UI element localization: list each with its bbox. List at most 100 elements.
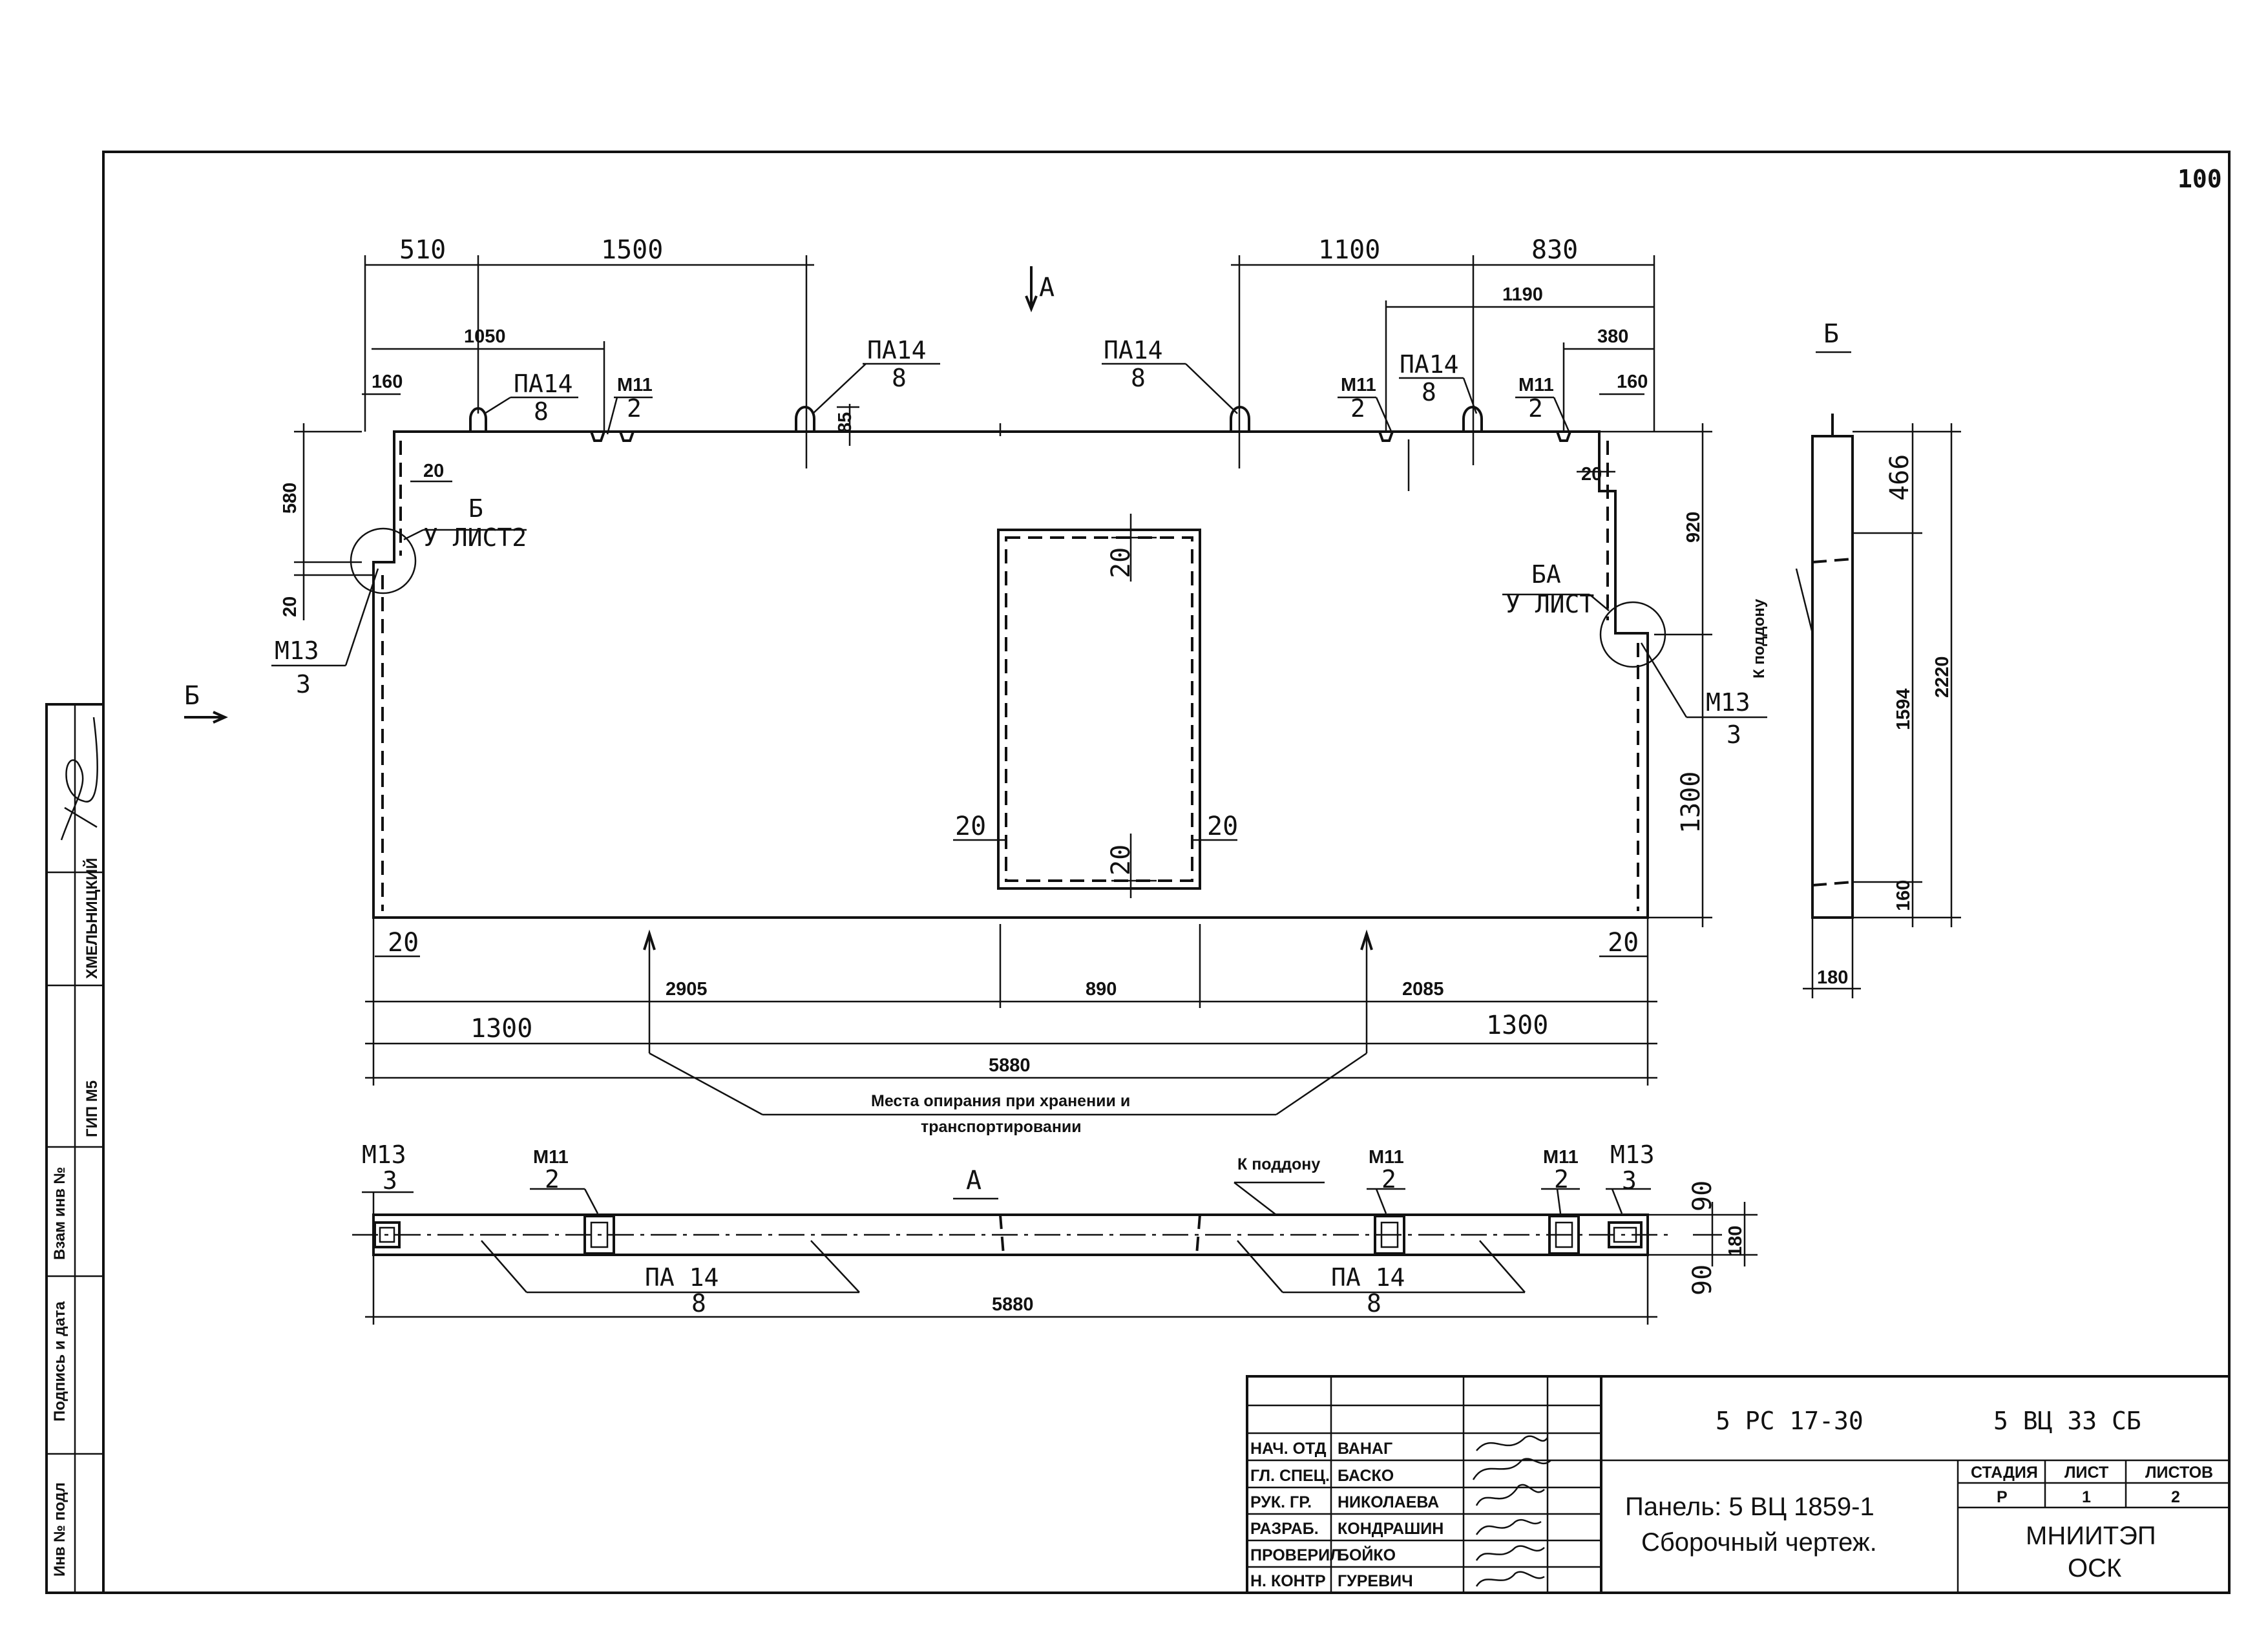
side-note-poddon: К поддону xyxy=(1750,598,1768,678)
label-m11: М11 xyxy=(1341,375,1376,395)
label-m13-qty: 3 xyxy=(296,670,311,698)
tb-sheets-header: ЛИСТОВ xyxy=(2145,1464,2213,1482)
tb-code-right: 5 ВЦ 33 СБ xyxy=(1993,1407,2141,1435)
plan-label-pa14-qty: 8 xyxy=(1367,1289,1381,1318)
dim-1050: 1050 xyxy=(464,326,506,347)
dim-160-right: 160 xyxy=(1617,372,1648,392)
plan-label-m11-qty: 2 xyxy=(545,1165,560,1193)
embedded-part-m13 xyxy=(373,1221,401,1248)
callout-ba-sheet: У ЛИСТ xyxy=(1506,590,1594,618)
main-view: 510 1500 1100 830 1050 1190 380 160 160 … xyxy=(184,235,1767,1136)
tb-name: БОЙКО xyxy=(1338,1545,1396,1564)
label-pa14: ПА14 xyxy=(514,370,573,398)
detail-callout-b xyxy=(350,527,417,594)
dim-1190: 1190 xyxy=(1502,284,1543,305)
panel-outline xyxy=(372,430,1649,919)
tb-name: КОНДРАШИН xyxy=(1338,1520,1444,1538)
tb-code-left: 5 PC 17-30 xyxy=(1716,1407,1864,1435)
plan-dim-90-top: 90 xyxy=(1688,1181,1717,1212)
label-pa14: ПА14 xyxy=(867,336,927,364)
signature xyxy=(1475,1545,1545,1561)
dim-920: 920 xyxy=(1683,512,1704,543)
dim-1300-right-bottom: 1300 xyxy=(1486,1011,1548,1040)
plan-label-m13-qty: 3 xyxy=(383,1166,397,1195)
label-m11-qty: 2 xyxy=(627,394,642,423)
tb-role: Н. КОНТР xyxy=(1250,1572,1326,1590)
label-m13-qty: 3 xyxy=(1727,720,1741,749)
dim-1100: 1100 xyxy=(1318,235,1380,265)
embedded-part-m11 xyxy=(1374,1215,1405,1255)
dim-830: 830 xyxy=(1531,235,1578,265)
dim-580: 580 xyxy=(280,483,300,514)
dim-466: 466 xyxy=(1885,454,1915,501)
view-b-label: Б xyxy=(184,681,200,711)
dim-20-opening-top: 20 xyxy=(1106,547,1136,578)
dim-2085: 2085 xyxy=(1402,979,1444,1000)
signature xyxy=(1475,1484,1545,1506)
embedded-part-m11 xyxy=(583,1215,615,1255)
tb-title-line1: Панель: 5 ВЦ 1859-1 xyxy=(1625,1493,1874,1521)
view-a-label: А xyxy=(1039,273,1055,302)
dim-5880: 5880 xyxy=(989,1055,1031,1076)
tb-sheet: 1 xyxy=(2082,1488,2091,1506)
strip-label-sign: Подпись и дата xyxy=(51,1301,68,1422)
plan-label-pa14-qty: 8 xyxy=(691,1289,706,1318)
dim-20-opening-left: 20 xyxy=(955,812,986,841)
plan-label-m11-qty: 2 xyxy=(1381,1165,1396,1193)
embedded-part-m11 xyxy=(1556,431,1571,442)
label-m11: М11 xyxy=(617,375,653,395)
tb-role: РУК. ГР. xyxy=(1250,1493,1312,1511)
signature xyxy=(1476,1435,1549,1451)
label-pa14-qty: 8 xyxy=(1131,364,1146,392)
callout-ba-label: БА xyxy=(1531,560,1561,589)
dim-20-opening-bottom: 20 xyxy=(1106,845,1136,876)
embedded-part-m11 xyxy=(1378,431,1394,442)
label-m11: М11 xyxy=(1518,375,1554,395)
dim-510: 510 xyxy=(399,235,446,265)
dim-1594: 1594 xyxy=(1893,688,1914,730)
label-m13: М13 xyxy=(1706,688,1750,717)
tb-title-line2: Сборочный чертеж. xyxy=(1641,1528,1877,1557)
plan-label-m11: М11 xyxy=(1543,1147,1579,1168)
strip-label-vzam: Взам инв № xyxy=(51,1167,68,1260)
side-view-title: Б xyxy=(1823,319,1839,349)
tb-sheets: 2 xyxy=(2171,1488,2180,1506)
dim-1300-left: 1300 xyxy=(470,1014,532,1044)
label-pa14-qty: 8 xyxy=(1422,378,1436,406)
plan-label-m13-qty: 3 xyxy=(1622,1166,1637,1195)
strip-label-inv: Инв № подл xyxy=(51,1482,68,1577)
dim-1500: 1500 xyxy=(601,235,663,265)
dim-20-bottom-right: 20 xyxy=(1608,928,1639,958)
dim-20-bottom-left: 20 xyxy=(388,928,419,958)
tb-name: ГУРЕВИЧ xyxy=(1338,1572,1413,1590)
embedded-part-m11 xyxy=(1548,1215,1580,1255)
tb-role: ГЛ. СПЕЦ. xyxy=(1250,1467,1330,1485)
page-number: 100 xyxy=(2178,165,2222,193)
label-pa14: ПА14 xyxy=(1104,336,1163,364)
label-pa14: ПА14 xyxy=(1400,350,1459,379)
plan-dim-180: 180 xyxy=(1725,1226,1746,1257)
label-pa14-qty: 8 xyxy=(892,364,907,392)
plan-label-k-poddonu: К поддону xyxy=(1237,1155,1320,1173)
tb-role: НАЧ. ОТД xyxy=(1250,1440,1327,1458)
label-m11-qty: 2 xyxy=(1528,394,1543,423)
label-m13: М13 xyxy=(275,636,319,665)
dim-160-left: 160 xyxy=(372,372,403,392)
strip-label-gip: ГИП М5 xyxy=(83,1080,101,1137)
plan-label-m11: М11 xyxy=(1369,1147,1404,1168)
plan-label-pa14: ПА 14 xyxy=(1331,1263,1405,1292)
callout-b-label: Б xyxy=(468,494,483,523)
dim-2905: 2905 xyxy=(666,979,708,1000)
tb-name: ВАНАГ xyxy=(1338,1440,1392,1458)
tb-sheet-header: ЛИСТ xyxy=(2064,1464,2108,1482)
dim-1300-right: 1300 xyxy=(1676,772,1706,834)
tb-stage-header: СТАДИЯ xyxy=(1971,1464,2038,1482)
signature xyxy=(1472,1458,1551,1480)
tb-stage: Р xyxy=(1997,1488,2008,1506)
plan-view: А М13 3 М11 2 К поддону xyxy=(352,1140,1758,1325)
side-view: Б 466 1594 160 2220 180 К поддону xyxy=(1750,319,1961,998)
plan-label-m11-qty: 2 xyxy=(1554,1165,1569,1193)
tb-org-line1: МНИИТЭП xyxy=(2026,1522,2156,1550)
signature xyxy=(1475,1518,1542,1535)
label-pa14-qty: 8 xyxy=(534,397,549,426)
